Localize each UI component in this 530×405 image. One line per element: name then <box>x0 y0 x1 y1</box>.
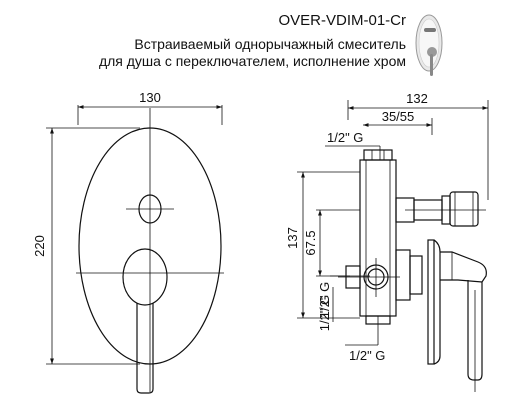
front-view: 130 220 <box>32 90 224 394</box>
model-code: OVER-VDIM-01-Cr <box>278 12 406 29</box>
description-line-2: для душа с переключателем, исполнение хр… <box>98 53 406 69</box>
description-line-1: Встраиваемый однорычажный смеситель <box>134 36 406 52</box>
dim-side-total: 132 <box>406 91 428 106</box>
dim-height-137: 137 <box>285 227 300 249</box>
thread-left-label: 1/2" G <box>317 282 332 318</box>
dim-height-67: 67.5 <box>303 230 318 255</box>
thread-left-label-2: 1/2" G <box>317 295 332 331</box>
side-view: 132 35/55 1/2" G 137 67.5 1/2" G 1/2" G <box>285 91 489 392</box>
dim-front-width: 130 <box>139 90 161 105</box>
thread-bottom-label: 1/2" G <box>349 348 385 363</box>
dim-side-depth: 35/55 <box>382 109 415 124</box>
mixer-thumbnail-icon <box>415 14 443 76</box>
dim-front-height: 220 <box>32 235 47 257</box>
thread-top-label: 1/2" G <box>327 130 363 145</box>
